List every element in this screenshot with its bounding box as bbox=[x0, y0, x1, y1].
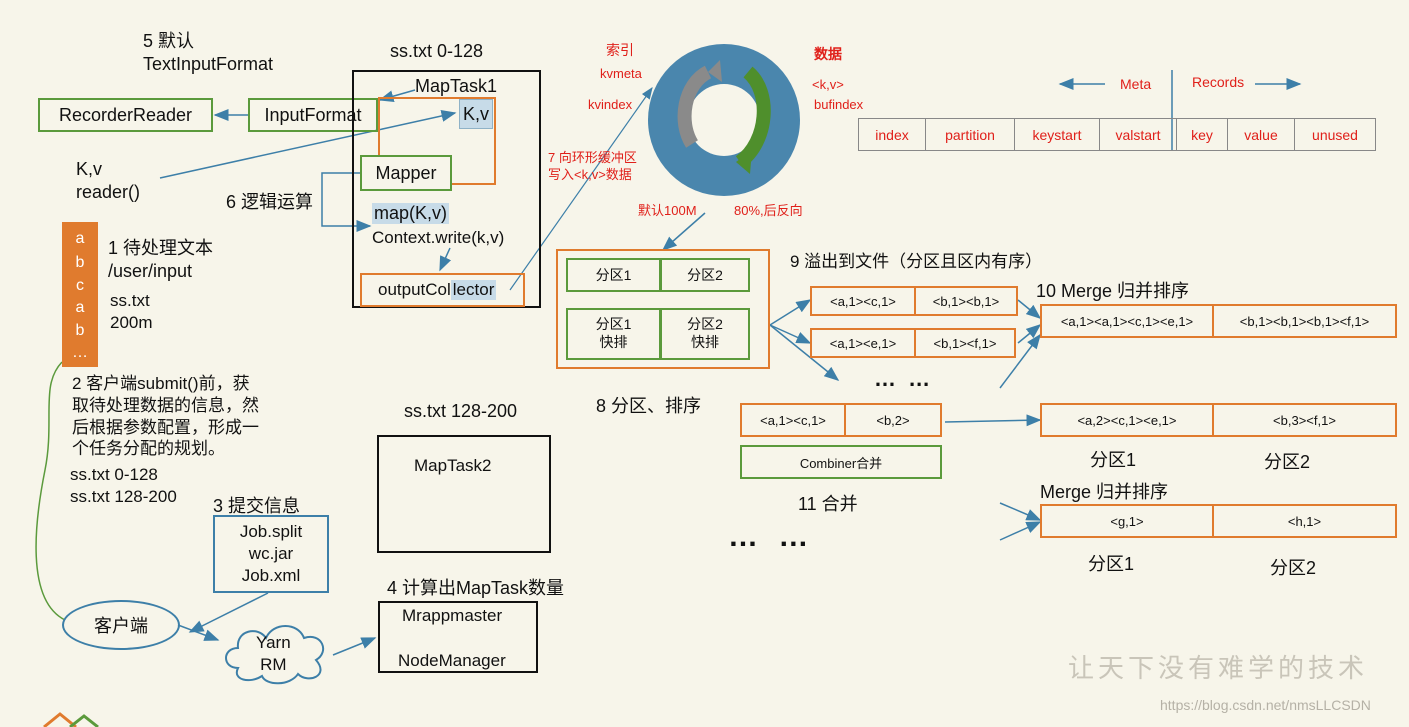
ring-index-label: 索引 bbox=[606, 42, 634, 58]
more-maptasks-dots: … … bbox=[728, 520, 815, 553]
meta-field: partition bbox=[926, 119, 1015, 150]
file-info: ss.txt 200m bbox=[110, 291, 153, 332]
combiner-box: Combiner合并 bbox=[740, 445, 942, 479]
ring-buffer-icon bbox=[648, 44, 800, 196]
maptask1-title: MapTask1 bbox=[415, 76, 498, 96]
spill-file-cell: <a,1><c,1> bbox=[810, 286, 916, 316]
meta-field: keystart bbox=[1015, 119, 1100, 150]
step4-label: 4 计算出MapTask数量 bbox=[387, 578, 565, 598]
records-label: Records bbox=[1192, 74, 1245, 90]
spill-file-cell: <a,1><e,1> bbox=[810, 328, 916, 358]
file-char: … bbox=[72, 344, 88, 361]
spill-file-cell: <b,1><b,1> bbox=[914, 286, 1018, 316]
partition2-label-2: 分区2 bbox=[1270, 558, 1317, 578]
recorder-reader-box: RecorderReader bbox=[38, 98, 213, 132]
nodemanager: NodeManager bbox=[398, 651, 506, 670]
step1-label: 1 待处理文本 /user/input bbox=[108, 238, 214, 282]
file-char: a bbox=[75, 230, 85, 247]
split2-label: ss.txt 128-200 bbox=[404, 401, 518, 421]
source-url: https://blog.csdn.net/nmsLLCSDN bbox=[1160, 697, 1371, 713]
watermark: 让天下没有难学的技术 bbox=[1068, 654, 1369, 684]
meta-field: unused bbox=[1312, 126, 1358, 143]
partition1-label-2: 分区1 bbox=[1088, 554, 1135, 574]
partition2-sort-box: 分区2 快排 bbox=[660, 308, 750, 360]
step3-label: 3 提交信息 bbox=[213, 496, 301, 516]
yarn-label: Yarn RM bbox=[256, 633, 291, 674]
merge2-cell: <g,1> bbox=[1040, 504, 1214, 538]
meta-field: valstart bbox=[1100, 119, 1177, 150]
meta-fields-table: index partition keystart valstart key va… bbox=[858, 118, 1376, 151]
input-format-box: InputFormat bbox=[248, 98, 378, 132]
merge2-label: Merge 归并排序 bbox=[1040, 482, 1169, 502]
splits-list: ss.txt 0-128 ss.txt 128-200 bbox=[70, 465, 177, 506]
spill-dots: … … bbox=[874, 366, 934, 391]
step11-label: 11 合并 bbox=[798, 494, 858, 514]
file-char: b bbox=[75, 254, 85, 271]
output-collector-text-a: outputCol bbox=[378, 280, 451, 299]
kv-box: K,v bbox=[459, 99, 493, 129]
step8-label: 8 分区、排序 bbox=[596, 396, 702, 416]
partition-sort-container bbox=[556, 249, 770, 369]
output-collector-text-b: lector bbox=[450, 280, 497, 300]
combine-in-cell: <b,2> bbox=[844, 403, 942, 437]
meta-field: value bbox=[1228, 119, 1295, 150]
file-char: b bbox=[75, 322, 85, 339]
split1-label: ss.txt 0-128 bbox=[390, 41, 484, 61]
step2-label: 2 客户端submit()前，获 取待处理数据的信息，然 后根据参数配置，形成一… bbox=[72, 374, 259, 459]
client-ellipse: 客户端 bbox=[62, 600, 180, 650]
partition1-sort-box: 分区1 快排 bbox=[566, 308, 661, 360]
meta-field: key bbox=[1177, 119, 1228, 150]
node-box bbox=[378, 601, 538, 673]
step9-label: 9 溢出到文件（分区且区内有序） bbox=[790, 252, 1043, 271]
step10-label: 10 Merge 归并排序 bbox=[1036, 281, 1190, 301]
meta-field: index bbox=[859, 119, 926, 150]
logo-icon bbox=[43, 712, 99, 727]
maptask2-box bbox=[377, 435, 551, 553]
mrappmaster: Mrappmaster bbox=[402, 606, 503, 625]
ring-kv: <k,v> bbox=[812, 77, 844, 92]
combine-in-cell: <a,1><c,1> bbox=[740, 403, 846, 437]
kv-reader-label: K,v reader() bbox=[76, 159, 141, 203]
partition2-label: 分区2 bbox=[1264, 452, 1311, 472]
maptask2-title: MapTask2 bbox=[414, 456, 492, 475]
yarn-cloud-icon bbox=[225, 625, 325, 685]
ring-kvmeta: kvmeta bbox=[600, 66, 642, 81]
step6-label: 6 逻辑运算 bbox=[226, 192, 314, 212]
merge1-cell: <b,1><b,1><b,1><f,1> bbox=[1212, 304, 1397, 338]
ring-bufindex: bufindex bbox=[814, 97, 864, 112]
map-call: map(K,v) bbox=[372, 203, 450, 224]
input-file-icon: a b c a b … bbox=[62, 222, 98, 367]
step7-label: 7 向环形缓冲区 写入<k,v>数据 bbox=[548, 150, 637, 182]
ring-kvindex: kvindex bbox=[588, 97, 633, 112]
merge1-cell: <a,1><a,1><c,1><e,1> bbox=[1040, 304, 1214, 338]
file-char: a bbox=[75, 299, 85, 316]
spill-file-cell: <b,1><f,1> bbox=[914, 328, 1016, 358]
file-char: c bbox=[76, 277, 84, 294]
meta-label: Meta bbox=[1120, 76, 1152, 92]
ring-data-label: 数据 bbox=[814, 46, 842, 62]
partition1-label: 分区1 bbox=[1090, 450, 1137, 470]
maptask1-container bbox=[352, 70, 541, 308]
mapper-box: Mapper bbox=[360, 155, 452, 191]
partition1-box: 分区1 bbox=[566, 258, 661, 292]
merge2-cell: <h,1> bbox=[1212, 504, 1397, 538]
ring-spill-threshold: 80%,后反向 bbox=[734, 203, 803, 218]
context-write: Context.write(k,v) bbox=[372, 228, 505, 247]
step5-label: 5 默认 TextInputFormat bbox=[143, 31, 274, 75]
combine-out-cell: <b,3><f,1> bbox=[1212, 403, 1397, 437]
ring-default-size: 默认100M bbox=[638, 203, 697, 218]
combine-out-cell: <a,2><c,1><e,1> bbox=[1040, 403, 1214, 437]
job-files-box: Job.split wc.jar Job.xml bbox=[213, 515, 329, 593]
partition2-box: 分区2 bbox=[660, 258, 750, 292]
